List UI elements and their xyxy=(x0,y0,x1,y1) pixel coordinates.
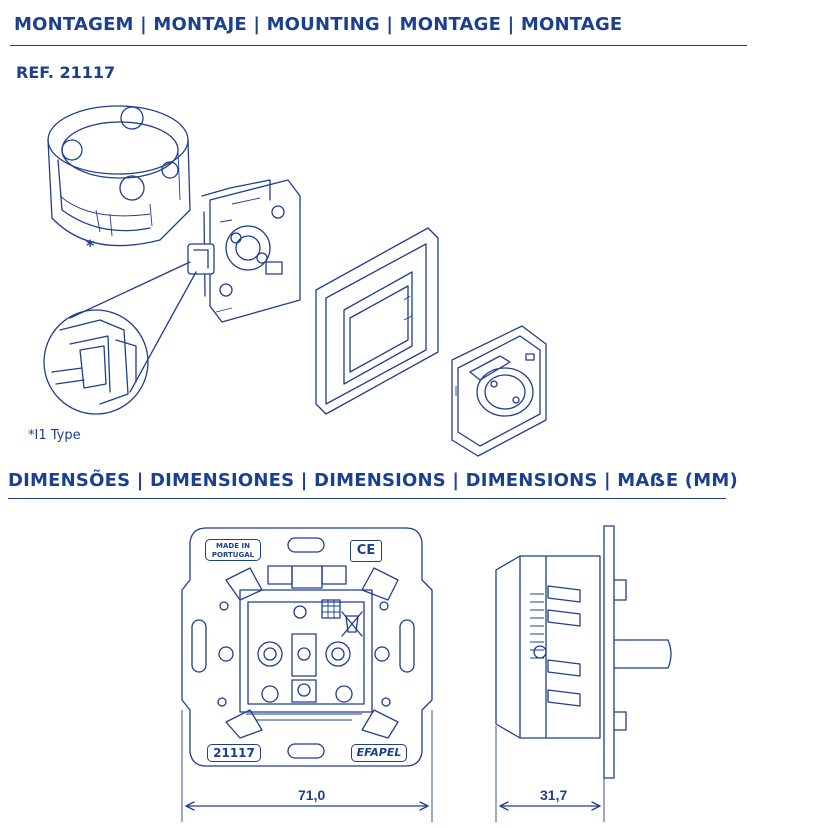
dimension-lines xyxy=(181,710,605,822)
mounting-rule xyxy=(10,45,747,46)
ce-mark: CE xyxy=(350,540,382,562)
front-view-drawing xyxy=(181,527,433,767)
type-footnote: *I1 Type xyxy=(28,428,81,443)
side-view-drawing xyxy=(495,525,672,779)
dimensions-heading: DIMENSÕES | DIMENSIONES | DIMENSIONS | D… xyxy=(8,470,738,491)
product-reference: REF. 21117 xyxy=(16,63,116,82)
frame-icon xyxy=(315,227,439,415)
box-asterisk: * xyxy=(86,236,95,255)
width-dimension: 71,0 xyxy=(298,787,326,803)
dimensions-rule xyxy=(8,498,726,499)
mounting-heading: MONTAGEM | MONTAJE | MOUNTING | MONTAGE … xyxy=(14,14,623,35)
brand-badge: EFAPEL xyxy=(351,744,407,762)
mounting-box-icon xyxy=(47,105,191,247)
cover-plate-icon xyxy=(451,325,547,457)
weee-bin-icon xyxy=(341,611,363,637)
made-in-badge: MADE IN PORTUGAL xyxy=(205,539,261,561)
mechanism-icon xyxy=(187,179,301,323)
depth-dimension: 31,7 xyxy=(540,787,568,803)
ref-badge: 21117 xyxy=(207,744,261,762)
clip-detail-icon xyxy=(43,261,197,415)
